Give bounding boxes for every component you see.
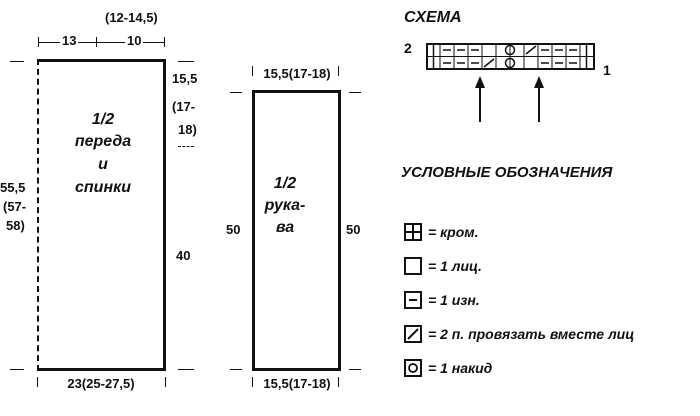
front-top-right-width-sizes: (12-14,5) <box>105 10 158 25</box>
legend-text-yarn-over: = 1 накид <box>428 360 493 376</box>
stitch-chart-svg <box>426 43 595 70</box>
front-bottom-tick-right <box>165 377 166 387</box>
sleeve-bottom-width: 15,5(17-18) <box>263 376 331 391</box>
front-right-shoulder-3: 18) <box>178 122 197 137</box>
front-top-dimension-line <box>38 42 164 43</box>
sleeve-left-height: 50 <box>226 222 241 237</box>
front-top-tick-mid <box>96 37 97 47</box>
front-right-tick-mid <box>178 146 194 147</box>
repeat-arrows <box>475 76 544 122</box>
sleeve-right-tick-bottom <box>349 369 361 370</box>
yarn-over-icon <box>404 359 422 377</box>
sleeve-right-tick-top <box>349 92 361 93</box>
front-top-tick-left <box>38 37 39 47</box>
front-name-line-4: спинки <box>75 179 131 196</box>
front-top-left-width: 13 <box>60 33 79 48</box>
chart-row-number-1: 1 <box>603 62 611 78</box>
sleeve-bottom-tick-right <box>338 377 339 387</box>
front-right-shoulder-2: (17- <box>172 99 196 114</box>
front-top-tick-right <box>164 37 165 47</box>
legend-item-yarn-over: = 1 накид <box>404 356 492 380</box>
front-back-rectangle <box>37 59 166 371</box>
sleeve-right-height: 50 <box>346 222 361 237</box>
legend-item-k2tog: = 2 п. провязать вместе лиц <box>404 322 634 346</box>
sleeve-top-tick-right <box>338 66 339 76</box>
front-right-height: 40 <box>176 248 191 263</box>
front-name-line-3: и <box>98 156 108 173</box>
front-right-shoulder-1: 15,5 <box>172 71 198 86</box>
k2tog-icon <box>404 325 422 343</box>
sleeve-top-tick-left <box>252 66 253 76</box>
selvage-icon <box>404 223 422 241</box>
stitch-chart-grid <box>426 43 595 70</box>
front-right-tick-bottom <box>178 369 194 370</box>
purl-icon <box>404 291 422 309</box>
front-left-tick-top <box>10 61 24 62</box>
sleeve-name-line-1: 1/2 <box>273 175 297 192</box>
front-right-tick-top <box>178 61 194 62</box>
sleeve-rectangle <box>252 90 341 371</box>
front-bottom-width: 23(25-27,5) <box>67 376 135 391</box>
legend-item-purl: = 1 изн. <box>404 288 480 312</box>
legend-text-knit: = 1 лиц. <box>428 258 482 274</box>
legend-text-purl: = 1 изн. <box>428 292 480 308</box>
front-left-height-1: 55,5 <box>0 180 26 195</box>
front-left-height-3: 58) <box>6 218 25 233</box>
legend-item-knit: = 1 лиц. <box>404 254 482 278</box>
front-left-height-2: (57- <box>3 199 27 214</box>
legend-text-selvage: = кром. <box>428 224 479 240</box>
sleeve-bottom-tick-left <box>252 377 253 387</box>
sleeve-left-tick-bottom <box>230 369 242 370</box>
legend-text-k2tog: = 2 п. провязать вместе лиц <box>428 326 635 342</box>
sleeve-top-width: 15,5(17-18) <box>263 66 331 81</box>
knit-icon <box>404 257 422 275</box>
sleeve-left-tick-top <box>230 92 242 93</box>
legend-title: УСЛОВНЫЕ ОБОЗНАЧЕНИЯ <box>401 164 613 181</box>
front-top-right-width: 10 <box>125 33 144 48</box>
front-left-tick-bottom <box>10 369 24 370</box>
front-name-line-1: 1/2 <box>91 111 115 128</box>
scheme-title: СХЕМА <box>404 9 462 26</box>
chart-row-number-2: 2 <box>404 40 412 56</box>
front-bottom-tick-left <box>37 377 38 387</box>
legend-item-selvage: = кром. <box>404 220 479 244</box>
sleeve-name-line-2: рука- <box>264 197 306 214</box>
sleeve-name-line-3: ва <box>275 219 295 236</box>
front-name-line-2: переда <box>74 133 132 150</box>
